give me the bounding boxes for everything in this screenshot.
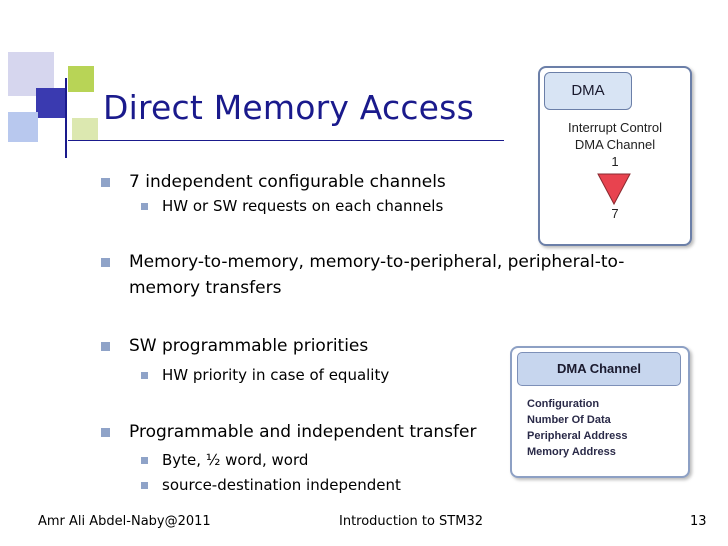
decor-square-dark xyxy=(36,88,66,118)
bullet-marker xyxy=(101,428,110,437)
bullet-transfers-line1: Memory-to-memory, memory-to-peripheral, … xyxy=(129,252,625,272)
bullet-priorities: SW programmable priorities xyxy=(129,336,369,356)
footer-author: Amr Ali Abdel-Naby@2011 xyxy=(38,514,211,529)
sub-bullet-requests: HW or SW requests on each channels xyxy=(162,197,444,215)
dma-channel-arrow-icon xyxy=(597,173,631,206)
dma-interrupt-control: Interrupt Control xyxy=(568,120,662,135)
dma-channel-first: 1 xyxy=(611,154,619,169)
dma-channel-last: 7 xyxy=(611,206,619,221)
slide-title: Direct Memory Access xyxy=(103,88,474,127)
sub-bullet-source-destination: source-destination independent xyxy=(162,476,401,494)
page-number: 13 xyxy=(690,514,707,529)
channel-item-configuration: Configuration xyxy=(527,398,600,410)
title-underline xyxy=(68,140,504,141)
bullet-channels: 7 independent configurable channels xyxy=(129,172,446,192)
bullet-marker xyxy=(101,178,110,187)
bullet-transfers-line2: memory transfers xyxy=(129,278,282,298)
dma-channel-label: DMA Channel xyxy=(574,137,656,152)
dma-channel-header: DMA Channel xyxy=(517,352,681,386)
channel-item-number-of-data: Number Of Data xyxy=(527,414,611,426)
footer-title: Introduction to STM32 xyxy=(339,514,483,529)
dma-header: DMA xyxy=(544,72,632,110)
sub-bullet-marker xyxy=(141,203,148,210)
sub-bullet-byte-word: Byte, ½ word, word xyxy=(162,451,309,469)
sub-bullet-hw-priority: HW priority in case of equality xyxy=(162,366,390,384)
sub-bullet-marker xyxy=(141,457,148,464)
sub-bullet-marker xyxy=(141,372,148,379)
bullet-marker xyxy=(101,258,110,267)
sub-bullet-marker xyxy=(141,482,148,489)
bullet-marker xyxy=(101,342,110,351)
bullet-transfer: Programmable and independent transfer xyxy=(129,422,477,442)
decor-square-pale-green xyxy=(72,118,98,140)
channel-item-peripheral-address: Peripheral Address xyxy=(527,430,628,442)
decor-square-pale-blue xyxy=(8,112,38,142)
decor-vertical-line xyxy=(65,78,67,158)
decor-square-green xyxy=(68,66,94,92)
channel-item-memory-address: Memory Address xyxy=(527,446,616,458)
